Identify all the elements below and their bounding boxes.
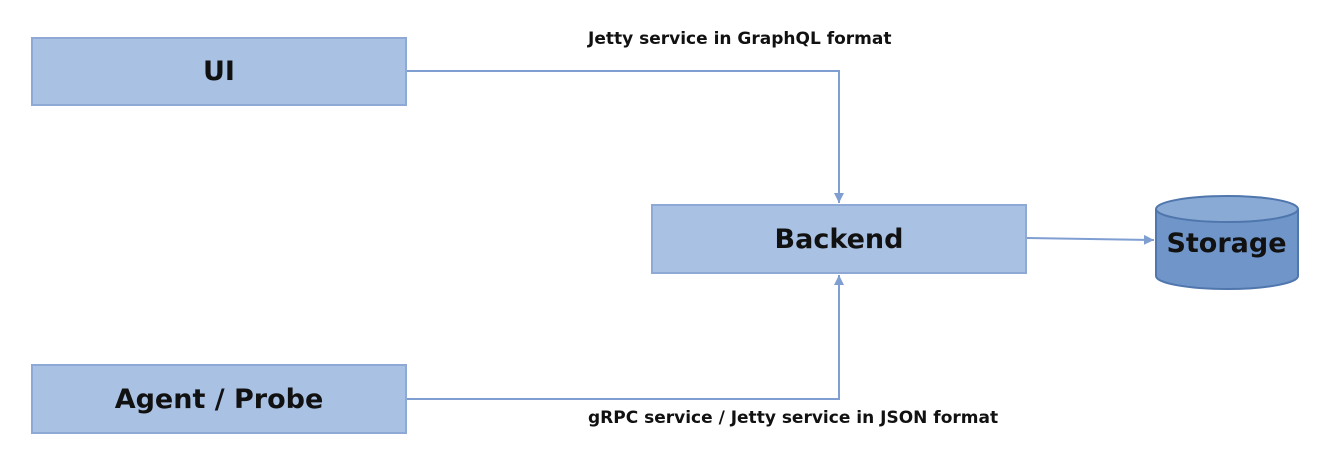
node-agent-probe: Agent / Probe bbox=[31, 364, 407, 434]
node-ui-label: UI bbox=[203, 56, 235, 87]
edge-backend-to-storage bbox=[1026, 234, 1155, 245]
node-ui: UI bbox=[31, 37, 407, 106]
edge-label-graphql: Jetty service in GraphQL format bbox=[588, 29, 892, 49]
node-backend: Backend bbox=[651, 204, 1027, 274]
node-storage-label: Storage bbox=[1166, 228, 1287, 259]
edge-ui-to-backend bbox=[407, 70, 844, 203]
storage-cylinder-icon bbox=[1155, 195, 1299, 290]
edge-agent-to-backend bbox=[407, 275, 844, 400]
node-agent-probe-label: Agent / Probe bbox=[114, 383, 324, 415]
node-backend-label: Backend bbox=[774, 223, 904, 255]
edge-label-grpc-json: gRPC service / Jetty service in JSON for… bbox=[588, 408, 999, 428]
